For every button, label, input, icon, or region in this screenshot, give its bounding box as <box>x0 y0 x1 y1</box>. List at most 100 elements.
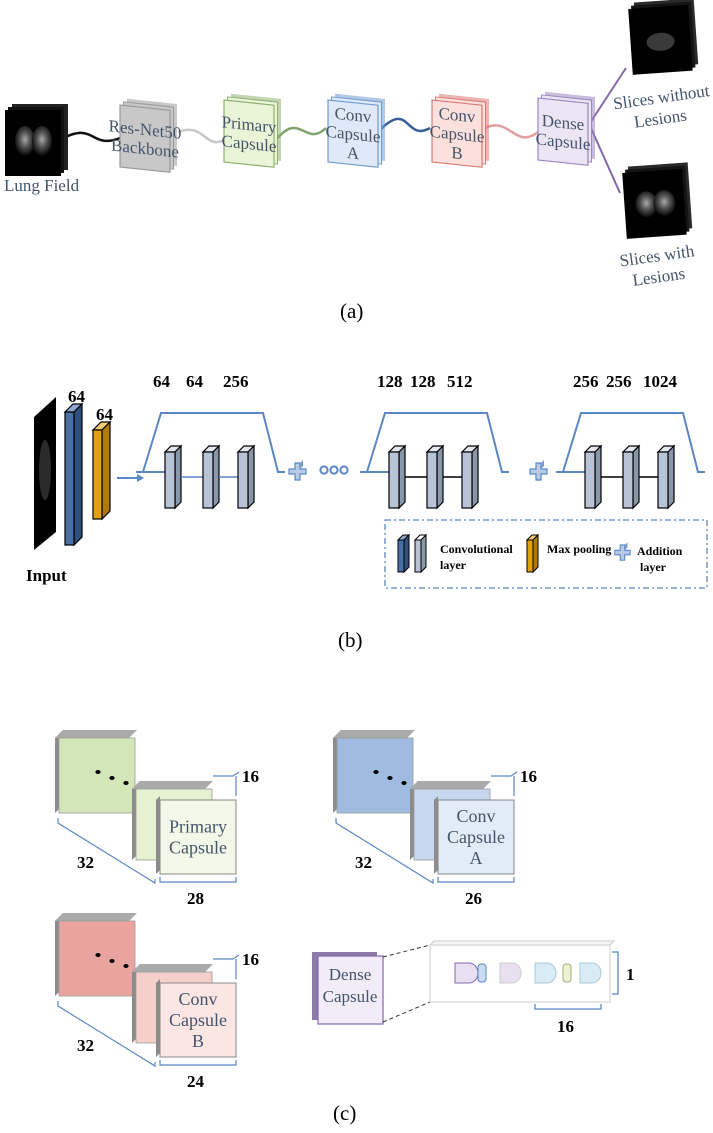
output-top-label: Slices without Lesions <box>612 81 711 132</box>
capsule-2-side-value: 16 <box>520 767 537 786</box>
capsule-2-side-bracket <box>491 771 518 777</box>
output-bottom-stack <box>622 162 693 239</box>
capsule-2-dot-1 <box>373 770 379 774</box>
block-1-value-1: 64 <box>153 372 171 391</box>
stage-3-label-line1: Conv <box>335 104 372 127</box>
legend-pool-swatch <box>525 533 540 574</box>
capsule-3-label-line1: Conv <box>178 989 217 1009</box>
block-2-value-2: 128 <box>410 372 436 391</box>
capsule-3-side-value: 16 <box>242 950 259 969</box>
capsule-1-label-line1: Primary <box>169 817 227 837</box>
legend-addition-glyph <box>614 542 631 561</box>
stage-4-label-line3: B <box>451 143 462 163</box>
block-3-value-2: 256 <box>606 372 632 391</box>
block-1-layer-1 <box>163 444 203 510</box>
stage-4-label-line1: Conv <box>439 104 476 127</box>
max-pooling-layer <box>91 420 112 521</box>
block-1-layer-2 <box>201 444 238 510</box>
block-3-layer-1 <box>583 444 623 510</box>
capsule-1-dot-1 <box>95 770 101 774</box>
capsule-2-bottom-value: 26 <box>465 889 482 908</box>
connector-convB-dense <box>484 124 539 139</box>
capsule-3-depth-value: 32 <box>77 1036 94 1055</box>
caption-c: (c) <box>333 1101 356 1125</box>
addition-glyphs <box>288 460 548 481</box>
arrow-head <box>137 474 144 482</box>
dense-side-bracket <box>612 951 619 995</box>
capsule-2-depth-value: 32 <box>355 853 372 872</box>
dense-face <box>317 955 384 1025</box>
residual-block-3: 256 256 1024 <box>556 372 705 510</box>
capsule-2-depth-bracket <box>335 818 434 885</box>
legend-add-swatch <box>614 542 631 561</box>
stage-5-label-line1: Dense <box>542 111 584 134</box>
lung-field-label: Lung Field <box>4 176 80 195</box>
capsule-1-dot-3 <box>123 781 129 785</box>
input-image-lung <box>39 440 51 500</box>
capsule-2-dot-3 <box>401 781 407 785</box>
capsule-1-side-bracket <box>213 771 240 777</box>
connector-dense-top <box>589 67 627 124</box>
capsule-3-dot-2 <box>109 959 115 963</box>
capsule-diagrams: PrimaryCapsule321628ConvCapsuleA321626Co… <box>55 730 537 1091</box>
dense-zoom-line-bottom <box>382 1001 431 1023</box>
output-bottom-label: Slices with Lesions <box>618 241 695 290</box>
connector-backbone-primary <box>177 128 225 144</box>
block-3-value-3: 1024 <box>643 372 678 391</box>
max-pool-value: 64 <box>96 405 114 424</box>
capsule-3-depth-bracket <box>57 1001 156 1068</box>
block-3-value-1: 256 <box>573 372 599 391</box>
legend-pool-label: Max pooling <box>547 542 611 556</box>
capsule-1-side-value: 16 <box>242 767 259 786</box>
capsule-3-side-bracket <box>213 954 240 960</box>
block-1-layer-3 <box>236 444 256 510</box>
output-bottom-line1: Slices with <box>618 241 695 270</box>
capsule-2-dot-2 <box>387 776 393 780</box>
legend-conv-line2: layer <box>440 558 467 572</box>
block-3-layer-3 <box>656 444 676 510</box>
stage-3-label-line3: A <box>347 143 360 163</box>
connector-convA-convB <box>379 117 431 133</box>
dense-bottom-bracket <box>534 1004 602 1010</box>
block-1-value-3: 256 <box>223 372 249 391</box>
input-label: Input <box>26 566 67 585</box>
addition-glyph-2 <box>529 460 548 481</box>
legend-conv-swatch <box>396 533 428 574</box>
connector-primary-convA <box>275 126 327 141</box>
capsule-1-bottom-bracket <box>159 877 237 883</box>
output-top-stack <box>628 0 699 75</box>
stages-group: Res-Net50BackbonePrimaryCapsuleConvCapsu… <box>109 91 595 173</box>
legend-border <box>384 519 708 589</box>
panel-a: Lung Field Res-Net50BackbonePrimaryCapsu… <box>4 0 711 323</box>
capsule-3-bottom-value: 24 <box>187 1072 205 1091</box>
capsule-1-depth-bracket <box>57 818 156 885</box>
panel-c: PrimaryCapsule321628ConvCapsuleA321626Co… <box>55 730 635 1125</box>
lung-field-stack <box>5 104 68 176</box>
ellipsis-dots <box>319 465 349 475</box>
first-conv-value: 64 <box>68 387 86 406</box>
capsule-3-dot-1 <box>95 953 101 957</box>
caption-a: (a) <box>340 299 363 323</box>
dense-capsule-diagram: Dense Capsule 1 16 <box>312 940 635 1036</box>
capsule-2-label-line1: Conv <box>456 806 495 826</box>
capsule-2-bottom-bracket <box>437 877 515 883</box>
block-2-value-3: 512 <box>447 372 473 391</box>
legend-add-line1: Addition <box>637 544 683 558</box>
block-2-layer-2 <box>425 444 462 510</box>
capsule-3-label-line2: Capsule <box>169 1010 227 1030</box>
dense-label-line2: Capsule <box>323 987 378 1006</box>
dense-side-value: 1 <box>626 965 635 984</box>
capsule-3-dot-3 <box>123 964 129 968</box>
caption-b: (b) <box>338 628 363 652</box>
legend-conv-line1: Convolutional <box>440 542 513 556</box>
